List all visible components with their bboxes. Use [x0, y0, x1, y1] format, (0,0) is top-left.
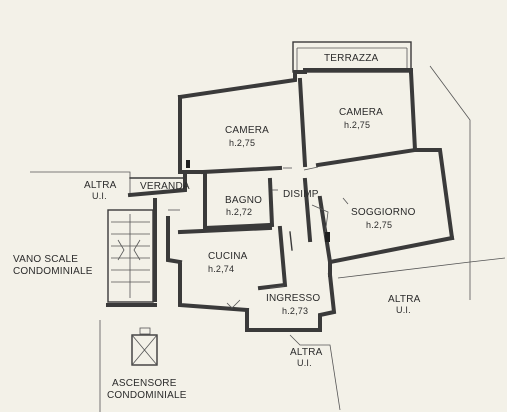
camera-left-height: h.2,75	[229, 138, 255, 148]
interior-walls	[127, 77, 418, 291]
vano-scale-label: VANO SCALE	[13, 254, 78, 265]
elevator-shaft	[131, 327, 158, 366]
vano-scale-sub: CONDOMINIALE	[13, 266, 93, 277]
altra-top-left-label: ALTRA	[84, 180, 117, 191]
boundary-lines	[30, 65, 506, 412]
terrazza-label: TERRAZZA	[324, 53, 379, 64]
pillar-marks	[186, 160, 330, 242]
bagno-height: h.2,72	[226, 207, 252, 217]
altra-bottom-label: ALTRA	[290, 347, 323, 358]
cucina-label: CUCINA	[208, 251, 248, 262]
ingresso-height: h.2,73	[282, 306, 308, 316]
ascensore-label: ASCENSORE	[112, 378, 177, 389]
disimp-label: DISIMP.	[283, 189, 320, 200]
bagno-label: BAGNO	[225, 195, 262, 206]
altra-bottom-sub: U.I.	[297, 358, 312, 368]
camera-right-label: CAMERA	[339, 107, 383, 118]
staircase	[106, 209, 157, 307]
soggiorno-height: h.2,75	[366, 220, 392, 230]
altra-right-sub: U.I.	[396, 305, 411, 315]
ingresso-label: INGRESSO	[266, 293, 320, 304]
camera-right-height: h.2,75	[344, 120, 370, 130]
cucina-height: h.2,74	[208, 264, 234, 274]
door-marks	[168, 166, 349, 309]
camera-left-label: CAMERA	[225, 125, 269, 136]
altra-top-left-sub: U.I.	[92, 191, 107, 201]
altra-right-label: ALTRA	[388, 294, 421, 305]
veranda-label: VERANDA	[140, 181, 190, 192]
soggiorno-label: SOGGIORNO	[351, 207, 416, 218]
ascensore-sub: CONDOMINIALE	[107, 390, 187, 401]
